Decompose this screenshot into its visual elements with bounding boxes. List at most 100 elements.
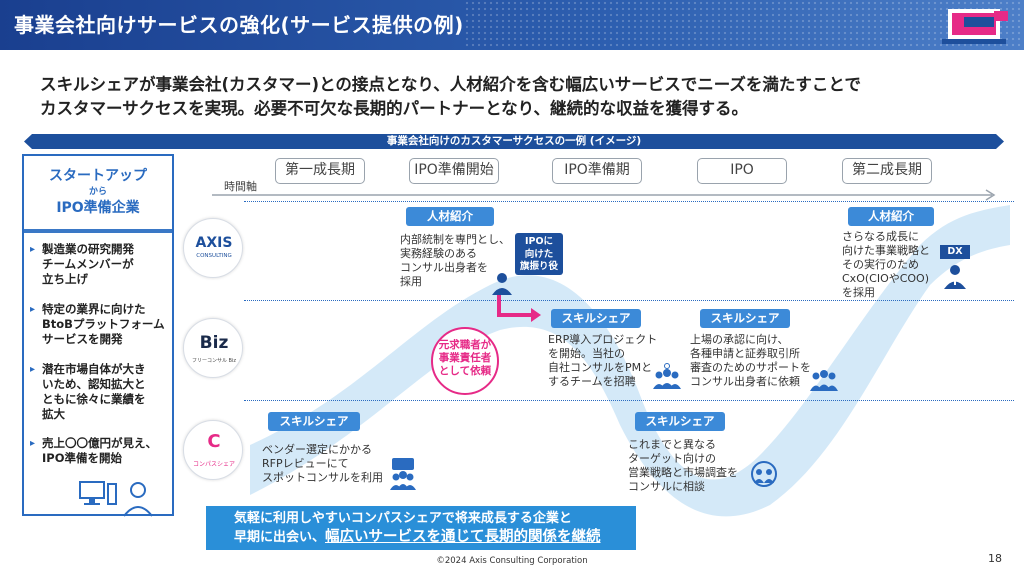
ipo-flag-badge: IPOに 向けた 旗振り役	[515, 233, 563, 275]
lead-text: スキルシェアが事業会社(カスタマー)との接点となり、人材紹介を含む幅広いサービス…	[40, 73, 1000, 121]
desc-line: するチームを招聘	[548, 375, 636, 388]
badge-line: 向けた	[524, 248, 554, 260]
desc-line: 内部統制を専門とし、	[400, 233, 510, 246]
copyright: ©2024 Axis Consulting Corporation	[436, 556, 588, 566]
desc-line: 審査のためのサポートを	[690, 361, 811, 374]
panel-item-line: BtoBプラットフォーム	[42, 317, 165, 331]
panel-item-line: 特定の業界に向けた	[42, 302, 146, 316]
desc-skillshare-2: 上場の承認に向け、 各種申請と証券取引所 審査のためのサポートを コンサル出身者…	[690, 333, 820, 389]
desc-line: 向けた事業戦略と	[842, 244, 930, 257]
tag-hr-placement-2: 人材紹介	[848, 207, 934, 226]
callout-line: として依頼	[438, 365, 492, 377]
desc-line: コンサルに相談	[628, 480, 705, 493]
desc-line: さらなる成長に	[842, 230, 919, 243]
desc-line: コンサル出身者を	[400, 261, 488, 274]
panel-title: スタートアップ から IPO準備企業	[24, 166, 172, 218]
desc-skillshare-3: ベンダー選定にかかる RFPレビューにて スポットコンサルを利用	[262, 443, 392, 485]
tag-skillshare-4: スキルシェア	[635, 412, 725, 431]
desc-line: を採用	[842, 286, 875, 299]
panel-item: 製造業の研究開発 チームメンバーが 立ち上げ	[30, 242, 172, 287]
panel-item-line: 売上〇〇億円が見え、	[42, 436, 157, 450]
desc-line: その実行のため	[842, 258, 919, 271]
lane-separator	[244, 201, 1014, 202]
desc-line: 採用	[400, 275, 422, 288]
stage-ipo-prep-start: IPO準備開始	[409, 158, 499, 184]
panel-title-top: スタートアップ	[49, 168, 147, 184]
desc-line: を開始。当社の	[548, 347, 625, 360]
group-icon	[810, 370, 838, 391]
panel-item-line: チームメンバーが	[42, 257, 134, 271]
desc-line: コンサル出身者に依頼	[690, 375, 800, 388]
stage-second-growth: 第二成長期	[842, 158, 932, 184]
summary-line-2: 早期に出会い、幅広いサービスを通じて長期的関係を継続	[234, 528, 636, 547]
executive-person-icon	[944, 265, 966, 289]
logo-compass-sub: コンパスシェア	[192, 461, 235, 468]
panel-item: 特定の業界に向けた BtoBプラットフォーム サービスを開発	[30, 302, 172, 347]
logo-axis-consulting: AXIS CONSULTING	[183, 218, 243, 278]
arrow-icon	[497, 295, 541, 322]
panel-item-line: ともに徐々に業績を	[42, 392, 146, 406]
logo-freeconsul-biz: Biz フリーコンサル Biz	[183, 318, 243, 378]
desc-line: ERP導入プロジェクト	[548, 333, 658, 346]
lead-line-1: スキルシェアが事業会社(カスタマー)との接点となり、人材紹介を含む幅広いサービス…	[40, 75, 861, 94]
panel-title-bottom: IPO準備企業	[56, 200, 140, 216]
page-title: 事業会社向けサービスの強化(サービス提供の例)	[14, 13, 464, 37]
desc-line: ターゲット向けの	[628, 452, 716, 465]
time-axis-arrow	[212, 189, 996, 201]
panel-item-line: 立ち上げ	[42, 272, 88, 286]
team-icon	[653, 363, 681, 389]
desc-line: 上場の承認に向け、	[690, 333, 789, 346]
consult-icon	[390, 458, 416, 490]
logo-axis-main: AXIS	[195, 235, 233, 251]
header-dot-pattern	[464, 0, 1024, 50]
summary-box: 気軽に利用しやすいコンパスシェアで将来成長する企業と 早期に出会い、幅広いサービ…	[206, 506, 636, 550]
meeting-icon	[751, 461, 777, 487]
badge-line: IPOに	[524, 236, 554, 247]
computer-user-icon	[79, 481, 153, 517]
panel-item: 潜在市場自体が大き いため、認知拡大と ともに徐々に業績を 拡大	[30, 362, 172, 422]
dx-badge: DX	[940, 245, 970, 259]
panel-item-line: IPO準備を開始	[42, 451, 122, 465]
stage-first-growth: 第一成長期	[275, 158, 365, 184]
logo-biz-main: Biz	[199, 333, 229, 353]
badge-line: 旗振り役	[519, 261, 558, 272]
summary-line-2-underline: 幅広いサービスを通じて長期的関係を継続	[325, 529, 601, 545]
desc-line: CxO(CIOやCOO)	[842, 272, 930, 285]
lead-line-2: カスタマーサクセスを実現。必要不可欠な長期的パートナーとなり、継続的な収益を獲得…	[40, 99, 749, 118]
desc-line: 実務経験のある	[400, 247, 477, 260]
logo-compass-main: C	[207, 431, 221, 452]
desc-line: 自社コンサルをPMと	[548, 361, 653, 374]
desc-hr-placement-2: さらなる成長に 向けた事業戦略と その実行のため CxO(CIOやCOO) を採…	[842, 230, 952, 300]
tag-hr-placement-1: 人材紹介	[406, 207, 494, 226]
lane-separator	[244, 400, 1014, 401]
desc-line: ベンダー選定にかかる	[262, 443, 372, 456]
desc-line: これまでと異なる	[628, 438, 716, 451]
stage-ipo-prep: IPO準備期	[552, 158, 642, 184]
panel-item-line: 拡大	[42, 407, 65, 421]
company-profile-panel: スタートアップ から IPO準備企業 製造業の研究開発 チームメンバーが 立ち上…	[22, 154, 174, 517]
laptop-logo-icon	[942, 9, 1008, 44]
growth-wave	[250, 205, 1010, 517]
banner-bar	[24, 134, 1004, 149]
section-banner: 事業会社向けのカスタマーサクセスの一例 (イメージ)	[24, 134, 1004, 149]
logo-axis-sub: CONSULTING	[196, 253, 232, 259]
desc-line: 各種申請と証券取引所	[690, 347, 800, 360]
summary-line-1: 気軽に利用しやすいコンパスシェアで将来成長する企業と	[234, 511, 572, 526]
page-number: 18	[988, 552, 1002, 565]
tag-skillshare-2: スキルシェア	[700, 309, 790, 328]
tag-skillshare-3: スキルシェア	[268, 412, 360, 431]
logo-compass-share: C コンパスシェア	[183, 420, 243, 480]
callout-line: 元求職者が	[438, 339, 492, 351]
summary-line-2-pre: 早期に出会い、	[234, 530, 326, 545]
desc-skillshare-4: これまでと異なる ターゲット向けの 営業戦略と市場調査を コンサルに相談	[628, 438, 758, 494]
desc-line: スポットコンサルを利用	[262, 471, 383, 484]
panel-item-line: 製造業の研究開発	[42, 242, 134, 256]
desc-line: RFPレビューにて	[262, 457, 349, 470]
former-jobseeker-callout: 元求職者が 事業責任者 として依頼	[431, 327, 499, 395]
callout-line: 事業責任者	[438, 352, 492, 364]
panel-title-from: から	[88, 187, 107, 197]
person-icon	[492, 273, 512, 295]
banner-text: 事業会社向けのカスタマーサクセスの一例 (イメージ)	[386, 135, 642, 147]
desc-line: 営業戦略と市場調査を	[628, 466, 738, 479]
desc-hr-placement-1: 内部統制を専門とし、 実務経験のある コンサル出身者を 採用	[400, 233, 510, 289]
